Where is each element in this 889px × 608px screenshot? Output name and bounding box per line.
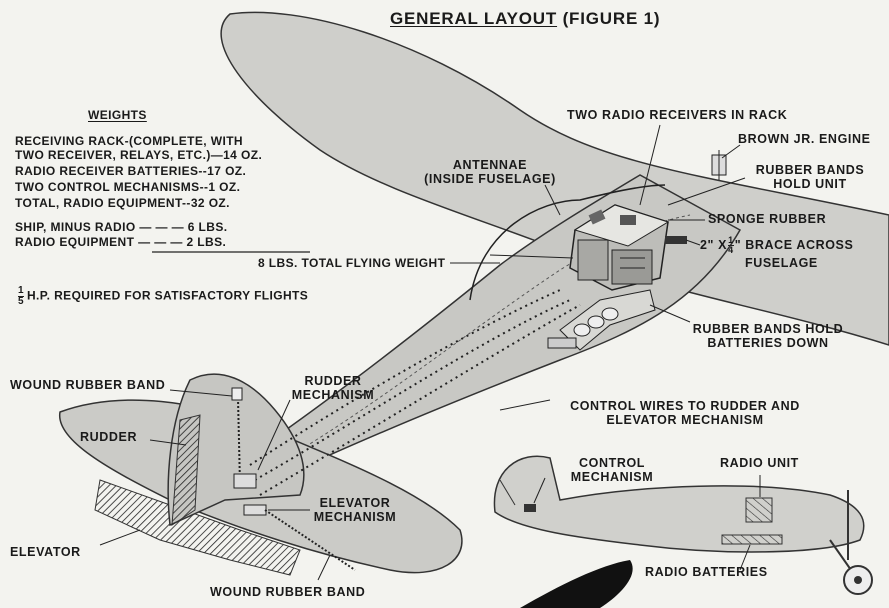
hp-text: H.P. REQUIRED FOR SATISFACTORY FLIGHTS <box>26 288 309 303</box>
hp-denominator: 5 <box>18 296 24 307</box>
label-brace-num: 1 <box>728 235 734 246</box>
label-rudder-mech-line2: MECHANISM <box>291 388 375 402</box>
label-brace-den: 4 <box>728 245 734 255</box>
label-elevator-mechanism: ELEVATOR MECHANISM <box>300 496 410 524</box>
side-view-plane <box>493 455 873 595</box>
weights-line-5: TOTAL, RADIO EQUIPMENT--32 OZ. <box>15 196 230 210</box>
label-antennae-line2: (INSIDE FUSELAGE) <box>424 172 556 186</box>
engine <box>711 150 727 180</box>
label-rudder: RUDDER <box>80 430 138 444</box>
label-radio-batteries: RADIO BATTERIES <box>645 565 768 579</box>
label-control-mech-line1: CONTROL <box>579 456 645 470</box>
battery-pack <box>547 289 656 351</box>
label-brace-line2: FUSELAGE <box>745 256 818 270</box>
label-brace-pre: 2" X <box>700 237 728 252</box>
main-wing <box>220 11 889 346</box>
weights-line-4: TWO CONTROL MECHANISMS--1 OZ. <box>15 180 241 194</box>
label-rubber-bands-line1: RUBBER BANDS <box>755 163 865 177</box>
label-rb-batteries-line1: RUBBER BANDS HOLD <box>692 322 844 336</box>
weights-line-7: RADIO EQUIPMENT — — — 2 LBS. <box>15 235 227 249</box>
label-brown-engine: BROWN JR. ENGINE <box>738 132 871 146</box>
hp-numerator: 1 <box>18 285 24 297</box>
vertical-fin <box>167 373 305 527</box>
label-two-radio-receivers: TWO RADIO RECEIVERS IN RACK <box>567 108 788 122</box>
label-elevator-mech-line1: ELEVATOR <box>319 496 391 510</box>
label-rubber-bands-hold-unit: RUBBER BANDS HOLD UNIT <box>745 163 875 191</box>
receiver-rack <box>569 204 670 291</box>
title-figure: (FIGURE 1) <box>562 9 661 28</box>
weights-line-6: SHIP, MINUS RADIO — — — 6 LBS. <box>15 220 228 234</box>
label-brace-post: " BRACE ACROSS <box>734 237 854 252</box>
label-control-mech-line2: MECHANISM <box>570 470 654 484</box>
rudder-surface <box>171 414 201 526</box>
label-rudder-mech-line1: RUDDER <box>304 374 362 388</box>
label-radio-unit: RADIO UNIT <box>720 456 799 470</box>
label-elevator-mech-line2: MECHANISM <box>313 510 397 524</box>
weights-total: 8 LBS. TOTAL FLYING WEIGHT <box>258 256 446 270</box>
figure-title: GENERAL LAYOUT (FIGURE 1) <box>390 9 661 28</box>
label-control-wires-line1: CONTROL WIRES TO RUDDER AND <box>570 399 800 413</box>
weights-heading: WEIGHTS <box>88 108 147 122</box>
label-antennae: ANTENNAE (INSIDE FUSELAGE) <box>410 158 570 186</box>
label-control-wires-line2: ELEVATOR MECHANISM <box>606 413 764 427</box>
label-control-mechanism: CONTROL MECHANISM <box>562 456 662 484</box>
weights-line-3: RADIO RECEIVER BATTERIES--17 OZ. <box>15 164 247 178</box>
title-main: GENERAL LAYOUT <box>390 9 558 28</box>
weights-line-1: RECEIVING RACK-(COMPLETE, WITH <box>15 134 243 148</box>
label-sponge-rubber: SPONGE RUBBER <box>708 212 827 226</box>
label-wound-rubber-band-top: WOUND RUBBER BAND <box>10 378 166 392</box>
label-antennae-line1: ANTENNAE <box>452 158 528 172</box>
label-elevator: ELEVATOR <box>10 545 81 559</box>
weights-line-2: TWO RECEIVER, RELAYS, ETC.)—14 OZ. <box>15 148 263 162</box>
label-rudder-mechanism: RUDDER MECHANISM <box>278 374 388 402</box>
label-rubber-bands-batteries: RUBBER BANDS HOLD BATTERIES DOWN <box>678 322 858 350</box>
label-wound-rubber-band-bottom: WOUND RUBBER BAND <box>210 585 366 599</box>
label-rubber-bands-line2: HOLD UNIT <box>773 177 847 191</box>
label-rb-batteries-line2: BATTERIES DOWN <box>707 336 829 350</box>
hp-requirement: 1 5 H.P. REQUIRED FOR SATISFACTORY FLIGH… <box>18 286 308 307</box>
label-control-wires: CONTROL WIRES TO RUDDER AND ELEVATOR MEC… <box>550 399 820 427</box>
